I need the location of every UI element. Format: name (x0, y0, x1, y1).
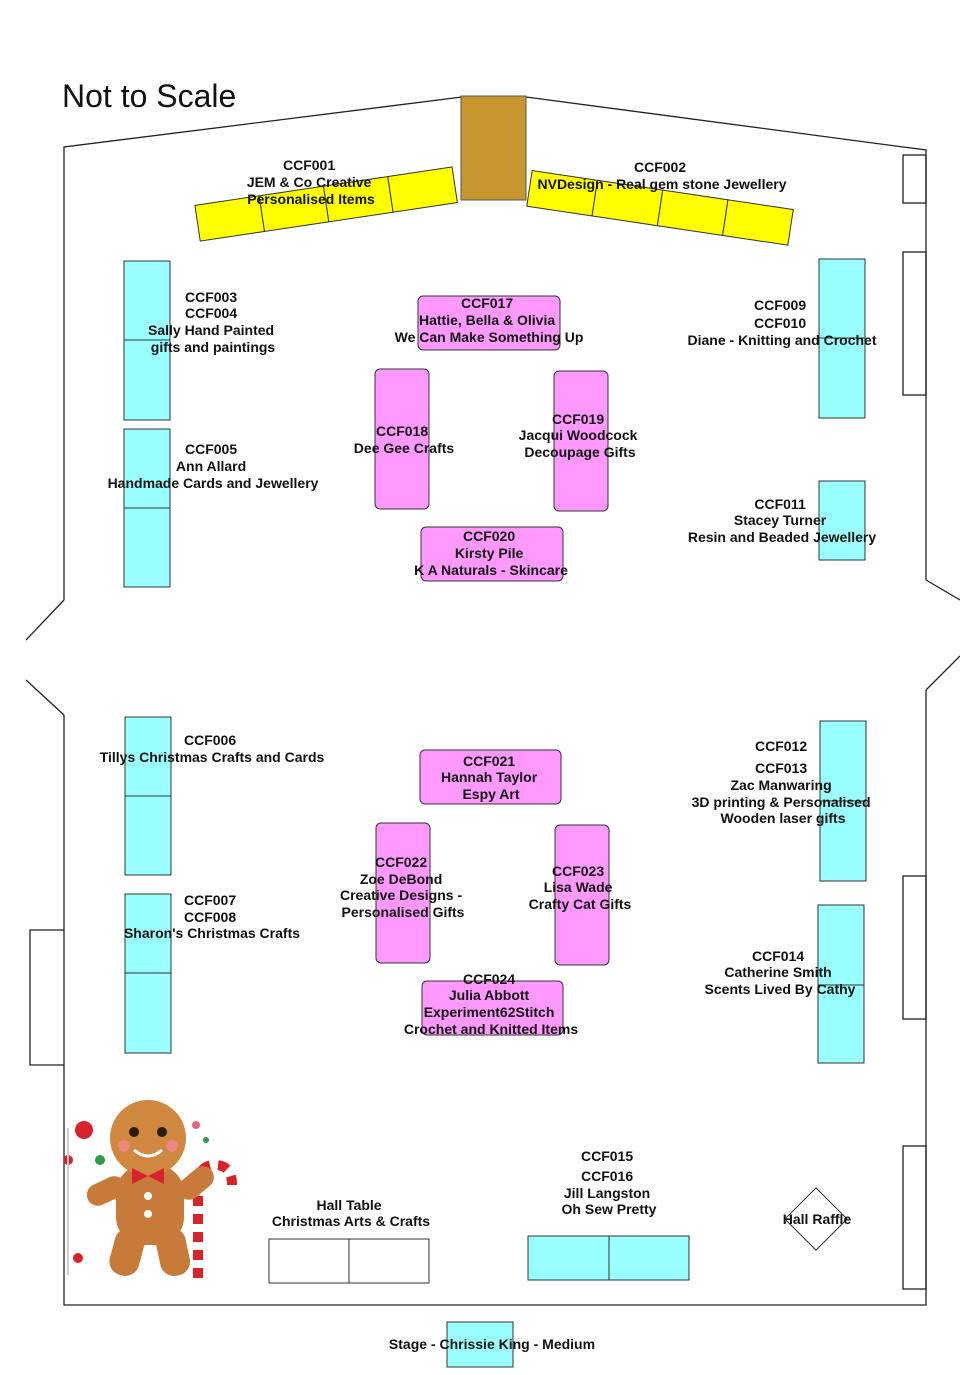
stall-label-ccf014: CCF014 Catherine Smith Scents Lived By C… (705, 948, 856, 997)
stall-label-ccf017: CCF017 Hattie, Bella & Olivia We Can Mak… (395, 295, 584, 345)
stage-label: Stage - Chrissie King - Medium (389, 1336, 595, 1352)
stall-label-ccf020: CCF020 Kirsty Pile K A Naturals - Skinca… (414, 528, 568, 578)
stall-label-ccf012: CCF012 CCF013 Zac Manwaring 3D printing … (692, 738, 875, 826)
stall-label-ccf015: CCF015 CCF016 Jill Langston Oh Sew Prett… (562, 1148, 657, 1217)
stall-label-ccf007: CCF007 CCF008 Sharon's Christmas Crafts (124, 892, 300, 941)
stall-label-ccf009: CCF009 CCF010 Diane - Knitting and Croch… (688, 297, 877, 348)
stall-label-ccf019: CCF019 Jacqui Woodcock Decoupage Gifts (519, 411, 642, 460)
tables-centre (374, 295, 610, 1036)
stall-label-ccf018: CCF018 Dee Gee Crafts (354, 423, 455, 456)
stall-label-ccf005: CCF005 Ann Allard Handmade Cards and Jew… (108, 441, 319, 491)
stall-label-ccf006: CCF006 Tillys Christmas Crafts and Cards (100, 732, 325, 765)
hall-raffle-diamond (784, 1187, 848, 1251)
stall-label-ccf011: CCF011 Stacey Turner Resin and Beaded Je… (688, 496, 877, 545)
page-title: Not to Scale (62, 78, 236, 114)
stall-label-ccf024: CCF024 Julia Abbott Experiment62Stitch C… (404, 971, 578, 1037)
hall-table-boxes (268, 1238, 430, 1284)
table-ccf015 (527, 1235, 690, 1281)
table-ccf002 (526, 169, 794, 246)
table-ccf001 (194, 166, 458, 242)
stall-label-ccf021: CCF021 Hannah Taylor Espy Art (441, 753, 541, 802)
hall-entrance-door (460, 95, 527, 201)
hall-walls (25, 96, 960, 1306)
tables-right-wall (817, 258, 867, 1064)
stall-label-ccf022: CCF022 Zoe DeBond Creative Designs - Per… (340, 854, 466, 920)
gingerbread-man-icon (63, 1100, 237, 1278)
stall-label-ccf001: CCF001 JEM & Co Creative Personalised It… (247, 157, 375, 207)
tables-left-wall (123, 260, 172, 1054)
stall-label-ccf002: CCF002 NVDesign - Real gem stone Jewelle… (538, 159, 787, 192)
hall-table-label: Hall Table Christmas Arts & Crafts (272, 1197, 430, 1229)
stage-table (446, 1321, 514, 1368)
stall-label-ccf003: CCF003 CCF004 Sally Hand Painted gifts a… (148, 289, 278, 355)
hall-raffle-label: Hall Raffle (783, 1211, 852, 1227)
stall-label-ccf023: CCF023 Lisa Wade Crafty Cat Gifts (529, 863, 632, 912)
